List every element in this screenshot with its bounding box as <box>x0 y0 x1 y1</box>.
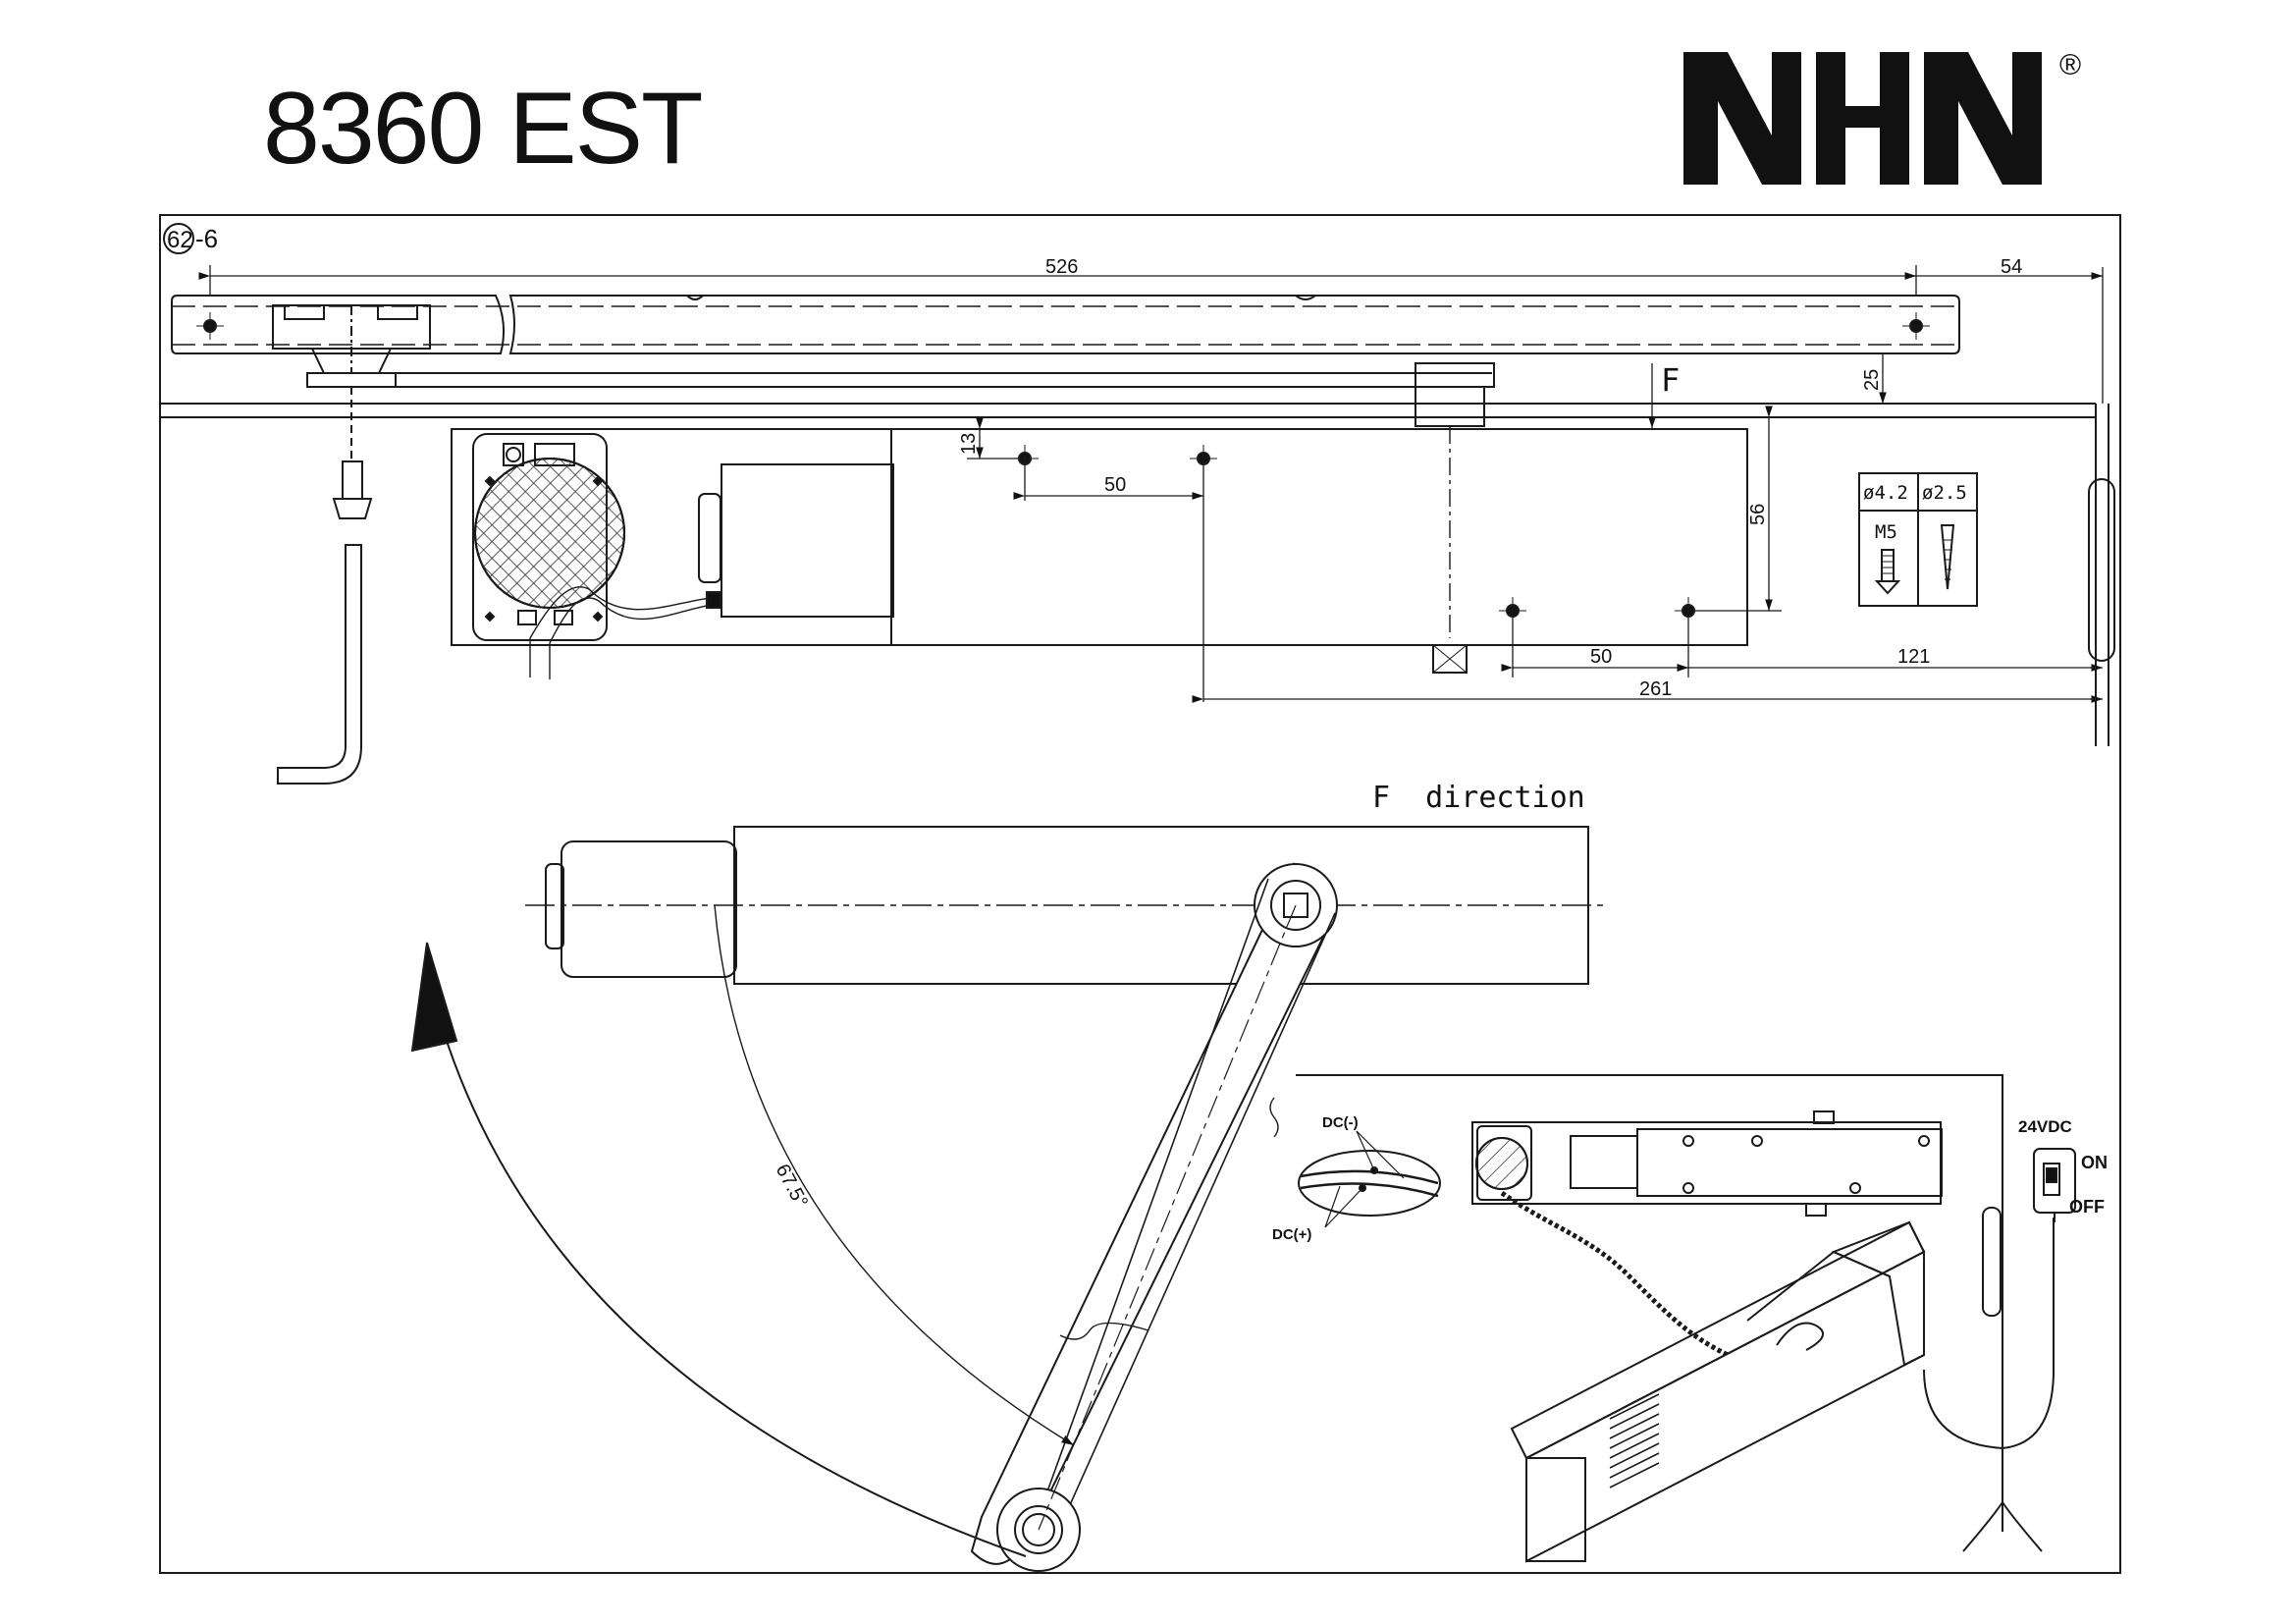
voltage-label: 24VDC <box>2018 1117 2072 1136</box>
dim-hole-to-end: 261 <box>1639 678 1672 700</box>
dc-positive-label: DC(+) <box>1272 1226 1311 1243</box>
dim-pivot-to-end: 121 <box>1897 646 1930 668</box>
brand-logo: ® <box>1683 49 2081 185</box>
screw-table <box>1858 472 1978 607</box>
wiring-inset <box>1269 1074 2076 1563</box>
arm-assembly <box>431 826 1608 1572</box>
dim-rail-length: 526 <box>1045 256 1078 278</box>
model-title: 8360 EST <box>263 72 704 186</box>
hex-key <box>277 387 373 785</box>
dim-body-height: 56 <box>1747 504 1769 525</box>
pivot-boss <box>1415 386 1485 427</box>
switch-off-label: OFF <box>2069 1197 2105 1217</box>
drawing-frame <box>159 214 2121 1574</box>
dim-hole-pitch-bottom: 50 <box>1590 646 1612 668</box>
hole-b-label: ø2.5 <box>1922 482 1967 504</box>
dim-rail-offset: 25 <box>1861 369 1883 391</box>
direction-label: F direction <box>1372 781 1585 815</box>
dim-hole-pitch-top: 50 <box>1104 474 1126 496</box>
switch-on-label: ON <box>2081 1153 2108 1172</box>
slide-rail <box>171 295 1960 388</box>
force-label: F <box>1661 361 1680 399</box>
hole-a-label: ø4.2 <box>1863 482 1908 504</box>
angle-label: 67.5° <box>772 1161 812 1212</box>
registered-mark: ® <box>2059 49 2081 81</box>
screw-a-label: M5 <box>1875 521 1897 543</box>
rotation-arrow <box>410 942 458 1053</box>
ref-number: 62 <box>167 227 193 253</box>
dim-rail-end: 54 <box>2001 256 2022 278</box>
dc-negative-label: DC(-) <box>1322 1114 1359 1131</box>
ref-circle <box>163 223 194 254</box>
closer-body <box>451 428 1748 679</box>
hinge <box>2088 478 2115 662</box>
dim-top-gap: 13 <box>958 433 980 455</box>
ref-suffix: -6 <box>195 224 218 253</box>
